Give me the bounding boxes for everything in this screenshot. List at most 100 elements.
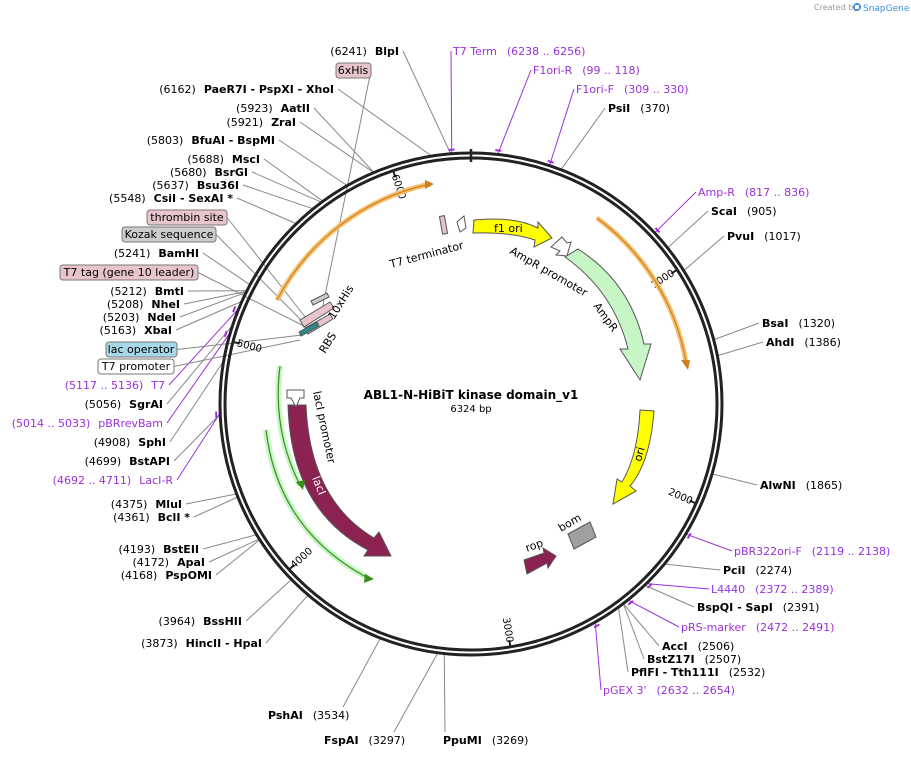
leader-lines — [166, 50, 764, 733]
svg-text:PciI(2274): PciI(2274) — [723, 564, 792, 577]
enzyme-right-site-6[interactable]: PciI(2274) — [723, 564, 792, 577]
snapgene-logo-icon — [853, 3, 861, 11]
svg-text:(3873)HincII - HpaI: (3873)HincII - HpaI — [141, 637, 262, 650]
primer-8[interactable]: (4692 .. 4711)LacI-R — [53, 474, 174, 487]
bom-feature: bom — [556, 511, 597, 550]
svg-text:f1 ori: f1 ori — [494, 222, 523, 235]
feature-box-t7-tag-gene-10-leader-[interactable]: T7 tag (gene 10 leader) — [59, 264, 199, 281]
primer-4[interactable]: pBR322ori-F(2119 .. 2138) — [734, 545, 890, 558]
plasmid-length: 6324 bp — [450, 404, 491, 415]
feature-box-6xhis[interactable]: 6xHis — [335, 62, 372, 79]
svg-text:(4193)BstEII: (4193)BstEII — [119, 543, 199, 556]
enzyme-bottom-site-2[interactable]: PshAI(3534) — [268, 709, 349, 722]
tick-label-3000: 3000 — [500, 617, 515, 644]
enzyme-right-site-1[interactable]: ScaI(905) — [711, 205, 777, 218]
svg-text:(5548)CsiI - SexAI *: (5548)CsiI - SexAI * — [109, 192, 233, 205]
enzyme-left-site-14[interactable]: (5241)BamHI — [114, 247, 199, 260]
enzyme-left-site-8[interactable]: (4908)SphI — [94, 436, 166, 449]
svg-text:(4908)SphI: (4908)SphI — [94, 436, 166, 449]
enzyme-left-site-9[interactable]: (5056)SgrAI — [85, 398, 163, 411]
enzyme-left-site-7[interactable]: (4699)BstAPI — [85, 455, 170, 468]
svg-text:(5117 .. 5136)T7: (5117 .. 5136)T7 — [65, 379, 165, 392]
svg-text:F1ori-R(99 .. 118): F1ori-R(99 .. 118) — [533, 64, 640, 77]
enzyme-left-site-1[interactable]: (3964)BssHII — [159, 615, 242, 628]
laci-feature: lacI — [287, 404, 392, 557]
ampr-promoter-feature: AmpR promoter — [508, 236, 590, 300]
enzyme-right-site-4[interactable]: AhdI(1386) — [766, 336, 841, 349]
enzyme-right-site-3[interactable]: BsaI(1320) — [762, 317, 835, 330]
enzyme-left-site-4[interactable]: (4193)BstEII — [119, 543, 199, 556]
svg-text:(6162)PaeR7I - PspXI - XhoI: (6162)PaeR7I - PspXI - XhoI — [159, 83, 334, 96]
enzyme-left-site-11[interactable]: (5203)NdeI — [103, 311, 176, 324]
primer-3[interactable]: Amp-R(817 .. 836) — [698, 186, 809, 199]
enzyme-right-site-10[interactable]: PflFI - Tth111I(2532) — [631, 666, 765, 679]
enzyme-left-site-20[interactable]: (5921)ZraI — [227, 116, 297, 129]
enzyme-left-site-2[interactable]: (4168)PspOMI — [121, 569, 212, 582]
enzyme-left-site-22[interactable]: (6162)PaeR7I - PspXI - XhoI — [159, 83, 334, 96]
svg-text:pGEX 3'(2632 .. 2654): pGEX 3'(2632 .. 2654) — [603, 684, 735, 697]
enzyme-right-site-7[interactable]: BspQI - SapI(2391) — [697, 601, 819, 614]
tick-3000 — [508, 639, 512, 648]
ori-feature: ori — [612, 409, 655, 505]
ampr-feature: AmpR — [564, 248, 652, 382]
feature-box-kozak-sequence[interactable]: Kozak sequence — [121, 226, 217, 243]
orange-orf-arc-left — [274, 181, 431, 302]
enzyme-left-site-18[interactable]: (5688)MscI — [187, 153, 260, 166]
enzyme-left-site-13[interactable]: (5212)BmtI — [110, 285, 184, 298]
primer-7[interactable]: pGEX 3'(2632 .. 2654) — [603, 684, 735, 697]
primer-0[interactable]: T7 Term(6238 .. 6256) — [452, 45, 585, 58]
feature-box-lac-operator[interactable]: lac operator — [105, 341, 178, 358]
svg-text:(5241)BamHI: (5241)BamHI — [114, 247, 199, 260]
primer-2[interactable]: F1ori-F(309 .. 330) — [576, 83, 689, 96]
svg-text:ori: ori — [631, 446, 647, 463]
svg-text:6xHis: 6xHis — [338, 64, 369, 77]
enzyme-right-site-5[interactable]: AlwNI(1865) — [760, 479, 842, 492]
t7-terminator-feature: T7 terminator — [387, 215, 467, 271]
enzyme-left-site-0[interactable]: (3873)HincII - HpaI — [141, 637, 262, 650]
enzyme-left-site-23[interactable]: (6241)BlpI — [330, 45, 399, 58]
enzyme-right-site-2[interactable]: PvuI(1017) — [727, 230, 801, 243]
primer-6[interactable]: pRS-marker(2472 .. 2491) — [681, 621, 834, 634]
primer-9[interactable]: (5014 .. 5033)pBRrevBam — [12, 417, 163, 430]
enzyme-left-site-16[interactable]: (5637)Bsu36I — [152, 179, 239, 192]
svg-text:(5688)MscI: (5688)MscI — [187, 153, 260, 166]
his-rbs-cluster: 10xHis RBS — [298, 283, 357, 356]
features-layer: f1 ori AmpR promoter AmpR ori bom rop — [263, 180, 690, 583]
enzyme-right-site-0[interactable]: PsiI(370) — [608, 102, 670, 115]
svg-text:(5637)Bsu36I: (5637)Bsu36I — [152, 179, 239, 192]
svg-text:lacI promoter: lacI promoter — [310, 390, 338, 465]
enzyme-left-site-6[interactable]: (4375)MluI — [111, 498, 182, 511]
enzyme-left-site-21[interactable]: (5923)AatII — [236, 102, 310, 115]
feature-box-thrombin-site[interactable]: thrombin site — [146, 209, 228, 226]
enzyme-left-site-5[interactable]: (4361)BclI * — [113, 511, 190, 524]
svg-text:(5208)NheI: (5208)NheI — [107, 298, 180, 311]
feature-box-t7-promoter[interactable]: T7 promoter — [97, 358, 175, 375]
enzyme-left-site-3[interactable]: (4172)ApaI — [133, 556, 205, 569]
enzyme-left-site-15[interactable]: (5548)CsiI - SexAI * — [109, 192, 233, 205]
enzyme-bottom-site-0[interactable]: PpuMI(3269) — [443, 734, 528, 747]
svg-text:lac operator: lac operator — [108, 343, 175, 356]
svg-text:rop: rop — [524, 536, 545, 554]
svg-text:(4168)PspOMI: (4168)PspOMI — [121, 569, 212, 582]
enzyme-right-site-8[interactable]: AccI(2506) — [662, 640, 734, 653]
enzyme-left-site-10[interactable]: (5163)XbaI — [100, 324, 172, 337]
plasmid-name: ABL1-N-HiBiT kinase domain_v1 — [364, 388, 579, 403]
svg-text:(5212)BmtI: (5212)BmtI — [110, 285, 184, 298]
enzyme-left-site-12[interactable]: (5208)NheI — [107, 298, 180, 311]
svg-text:(4172)ApaI: (4172)ApaI — [133, 556, 205, 569]
svg-text:(5163)XbaI: (5163)XbaI — [100, 324, 172, 337]
svg-text:(4375)MluI: (4375)MluI — [111, 498, 182, 511]
annotation-labels: PsiI(370) ScaI(905) PvuI(1017) BsaI(1320) Ah… — [12, 45, 891, 747]
primer-10[interactable]: (5117 .. 5136)T7 — [65, 379, 165, 392]
svg-text:ScaI(905): ScaI(905) — [711, 205, 777, 218]
enzyme-left-site-19[interactable]: (5803)BfuAI - BspMI — [147, 134, 275, 147]
tick-2000 — [689, 499, 698, 505]
svg-text:(5803)BfuAI - BspMI: (5803)BfuAI - BspMI — [147, 134, 275, 147]
enzyme-bottom-site-1[interactable]: FspAI(3297) — [324, 734, 405, 747]
enzyme-right-site-9[interactable]: BstZ17I(2507) — [647, 653, 741, 666]
svg-text:(4692 .. 4711)LacI-R: (4692 .. 4711)LacI-R — [53, 474, 174, 487]
enzyme-left-site-17[interactable]: (5680)BsrGI — [170, 166, 248, 179]
created-by-label: Created by — [814, 3, 858, 12]
primer-1[interactable]: F1ori-R(99 .. 118) — [533, 64, 640, 77]
primer-5[interactable]: L4440(2372 .. 2389) — [711, 583, 834, 596]
